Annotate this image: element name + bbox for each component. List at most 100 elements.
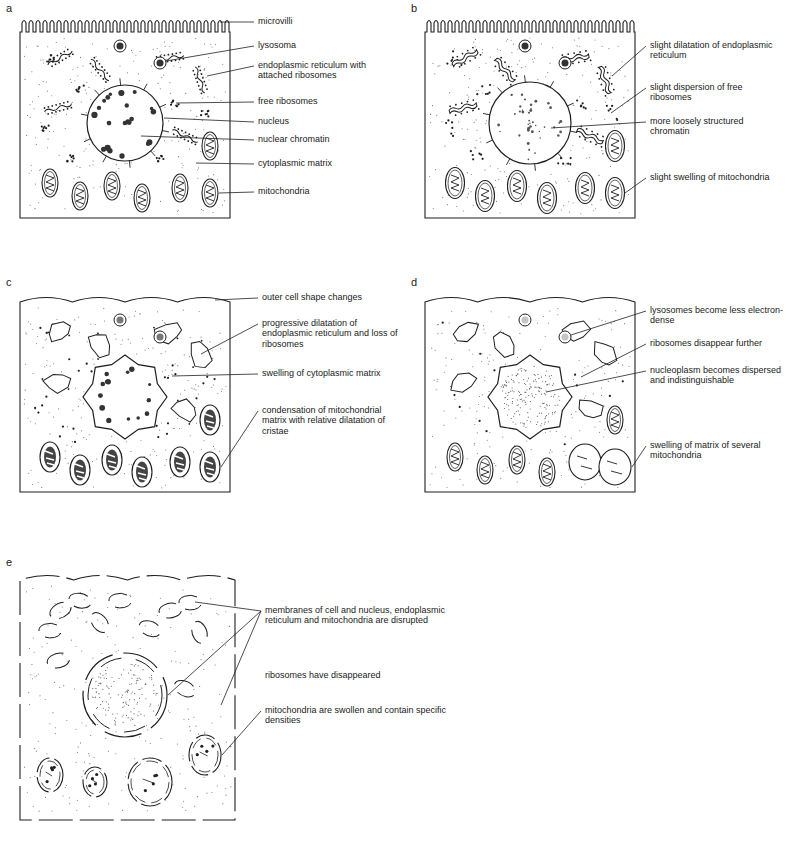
cytoplasm-stipple [169,712,170,713]
cytoplasm-stipple [43,81,44,82]
cytoplasm-stipple [27,417,28,418]
cytoplasm-stipple [172,370,173,371]
cytoplasm-stipple [92,358,93,359]
endoplasmic-reticulum [153,322,184,346]
cytoplasm-stipple [45,699,46,700]
cell-drawing [20,298,230,493]
cytoplasm-stipple [435,169,436,170]
cytoplasm-stipple [213,446,214,447]
free-ribosome [460,64,462,66]
free-ribosome [74,441,76,443]
cytoplasm-stipple [441,333,442,334]
structure-label: condensation of mitochondrial matrix wit… [262,405,402,436]
cytoplasm-stipple [216,613,217,614]
cytoplasm-stipple [161,422,162,423]
cytoplasm-stipple [203,210,204,211]
free-ribosome [41,125,43,127]
cytoplasm-stipple [147,810,148,811]
structure-label: ribosomes have disappeared [265,670,450,680]
cytoplasm-stipple [190,337,191,338]
cytoplasm-stipple [487,357,488,358]
cytoplasm-stipple [599,432,600,433]
cytoplasm-stipple [511,52,512,53]
cytoplasm-stipple [549,63,550,64]
free-ribosome [157,436,159,438]
free-ribosome [45,396,47,398]
free-ribosome [42,129,44,131]
cytoplasm-stipple [56,473,57,474]
free-ribosome [161,155,163,157]
cytoplasm-stipple [451,311,452,312]
cytoplasm-stipple [226,742,227,743]
free-ribosome [195,397,197,399]
free-ribosome [489,84,491,86]
cytoplasm-stipple [46,753,47,754]
cytoplasm-stipple [454,132,455,133]
cytoplasm-stipple [39,170,40,171]
cytoplasm-stipple [36,144,37,145]
cytoplasm-stipple [116,164,117,165]
leader-line [546,371,646,392]
leader-line [581,344,646,377]
cytoplasm-stipple [47,147,48,148]
cytoplasm-stipple [29,173,30,174]
cytoplasm-stipple [78,398,79,399]
free-ribosome [170,104,172,106]
cytoplasm-stipple [28,321,29,322]
cytoplasm-stipple [443,425,444,426]
cytoplasm-stipple [193,689,194,690]
structure-label: more loosely structured chromatin [650,116,785,137]
cytoplasm-stipple [137,702,138,703]
cytoplasm-stipple [43,62,44,63]
cytoplasm-stipple [476,411,477,412]
cytoplasm-stipple [435,350,436,351]
lysosome [154,331,166,343]
cytoplasm-stipple [165,351,166,352]
cytoplasm-stipple [117,713,118,714]
cytoplasm-stipple [203,440,204,441]
cytoplasm-stipple [531,449,532,450]
free-ribosome [176,105,178,107]
cytoplasm-stipple [119,65,120,66]
cytoplasm-stipple [82,611,83,612]
cytoplasm-stipple [67,426,68,427]
cytoplasm-stipple [469,78,470,79]
cytoplasm-stipple [195,129,196,130]
cytoplasm-stipple [188,663,189,664]
cytoplasm-stipple [195,726,196,727]
cytoplasm-stipple [92,658,93,659]
cytoplasm-stipple [131,50,132,51]
cytoplasm-stipple [175,661,176,662]
cytoplasm-stipple [63,685,64,686]
cytoplasm-stipple [152,348,153,349]
cytoplasm-stipple [169,82,170,83]
cytoplasm-stipple [587,366,588,367]
cytoplasm-stipple [628,194,629,195]
free-ribosome [488,92,490,94]
cytoplasm-stipple [90,589,91,590]
cytoplasm-stipple [34,776,35,777]
cytoplasm-stipple [92,461,93,462]
structure-label: slight dilatation of endoplasmic reticul… [650,40,785,61]
cytoplasm-stipple [54,114,55,115]
cytoplasm-stipple [479,396,480,397]
cytoplasm-stipple [32,329,33,330]
cytoplasm-stipple [115,644,116,645]
cytoplasm-stipple [472,366,473,367]
cytoplasm-stipple [88,753,89,754]
cytoplasm-stipple [625,139,626,140]
endoplasmic-reticulum [595,65,616,97]
leader-line [168,611,261,695]
cytoplasm-stipple [67,661,68,662]
cytoplasm-stipple [478,90,479,91]
cytoplasm-stipple [151,634,152,635]
cytoplasm-stipple [164,41,165,42]
cytoplasm-stipple [92,43,93,44]
cytoplasm-stipple [458,470,459,471]
cytoplasm-stipple [29,104,30,105]
cytoplasm-stipple [116,339,117,340]
mitochondrion [509,446,525,474]
cytoplasm-stipple [561,475,562,476]
cytoplasm-stipple [30,470,31,471]
lysosome [114,40,126,52]
